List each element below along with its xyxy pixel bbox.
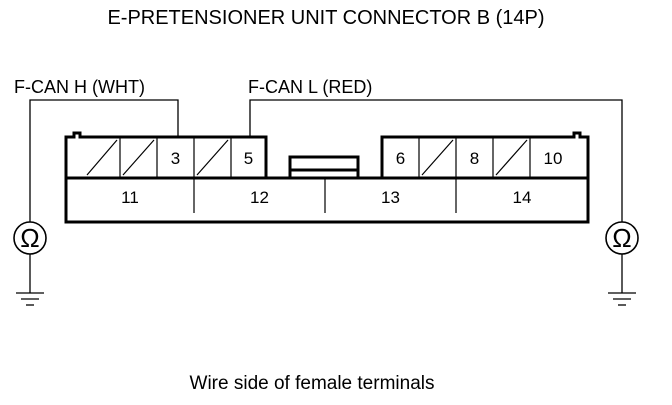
top-pin-row: 3 5 6 8 10 xyxy=(86,139,563,176)
pin-10-label: 10 xyxy=(544,149,563,168)
connector-b: 3 5 6 8 10 11 12 13 14 xyxy=(64,131,590,224)
pin-3-label: 3 xyxy=(171,149,180,168)
pin-14-label: 14 xyxy=(513,188,532,207)
ohm-symbol: Ω xyxy=(612,223,631,253)
pin-6-label: 6 xyxy=(396,149,405,168)
pin-11-label: 11 xyxy=(121,188,139,207)
ohmmeter-left: Ω xyxy=(13,221,47,306)
diagram-caption: Wire side of female terminals xyxy=(190,373,435,394)
fcan-l-wire xyxy=(249,99,623,222)
ground-icon xyxy=(16,254,44,306)
ground-icon xyxy=(608,254,636,306)
empty-cavity-slash xyxy=(86,139,118,176)
empty-cavity-slash xyxy=(196,139,229,176)
bottom-pin-row: 11 12 13 14 xyxy=(121,188,531,207)
cell-dividers xyxy=(119,137,531,213)
fcan-h-label: F-CAN H (WHT) xyxy=(14,77,145,97)
pin-8-label: 8 xyxy=(470,149,479,168)
pin-12-label: 12 xyxy=(250,188,269,207)
fcan-h-wire xyxy=(29,99,179,222)
fcan-l-label: F-CAN L (RED) xyxy=(248,77,372,97)
pin-5-label: 5 xyxy=(244,149,253,168)
empty-cavity-slash xyxy=(122,139,155,176)
pin-13-label: 13 xyxy=(381,188,400,207)
ohm-symbol: Ω xyxy=(20,223,39,253)
empty-cavity-slash xyxy=(495,139,528,176)
connector-housing xyxy=(64,131,590,224)
diagram-title: E-PRETENSIONER UNIT CONNECTOR B (14P) xyxy=(107,7,544,29)
ohmmeter-right: Ω xyxy=(605,221,639,306)
empty-cavity-slash xyxy=(421,139,454,176)
probe-wires xyxy=(29,99,623,222)
